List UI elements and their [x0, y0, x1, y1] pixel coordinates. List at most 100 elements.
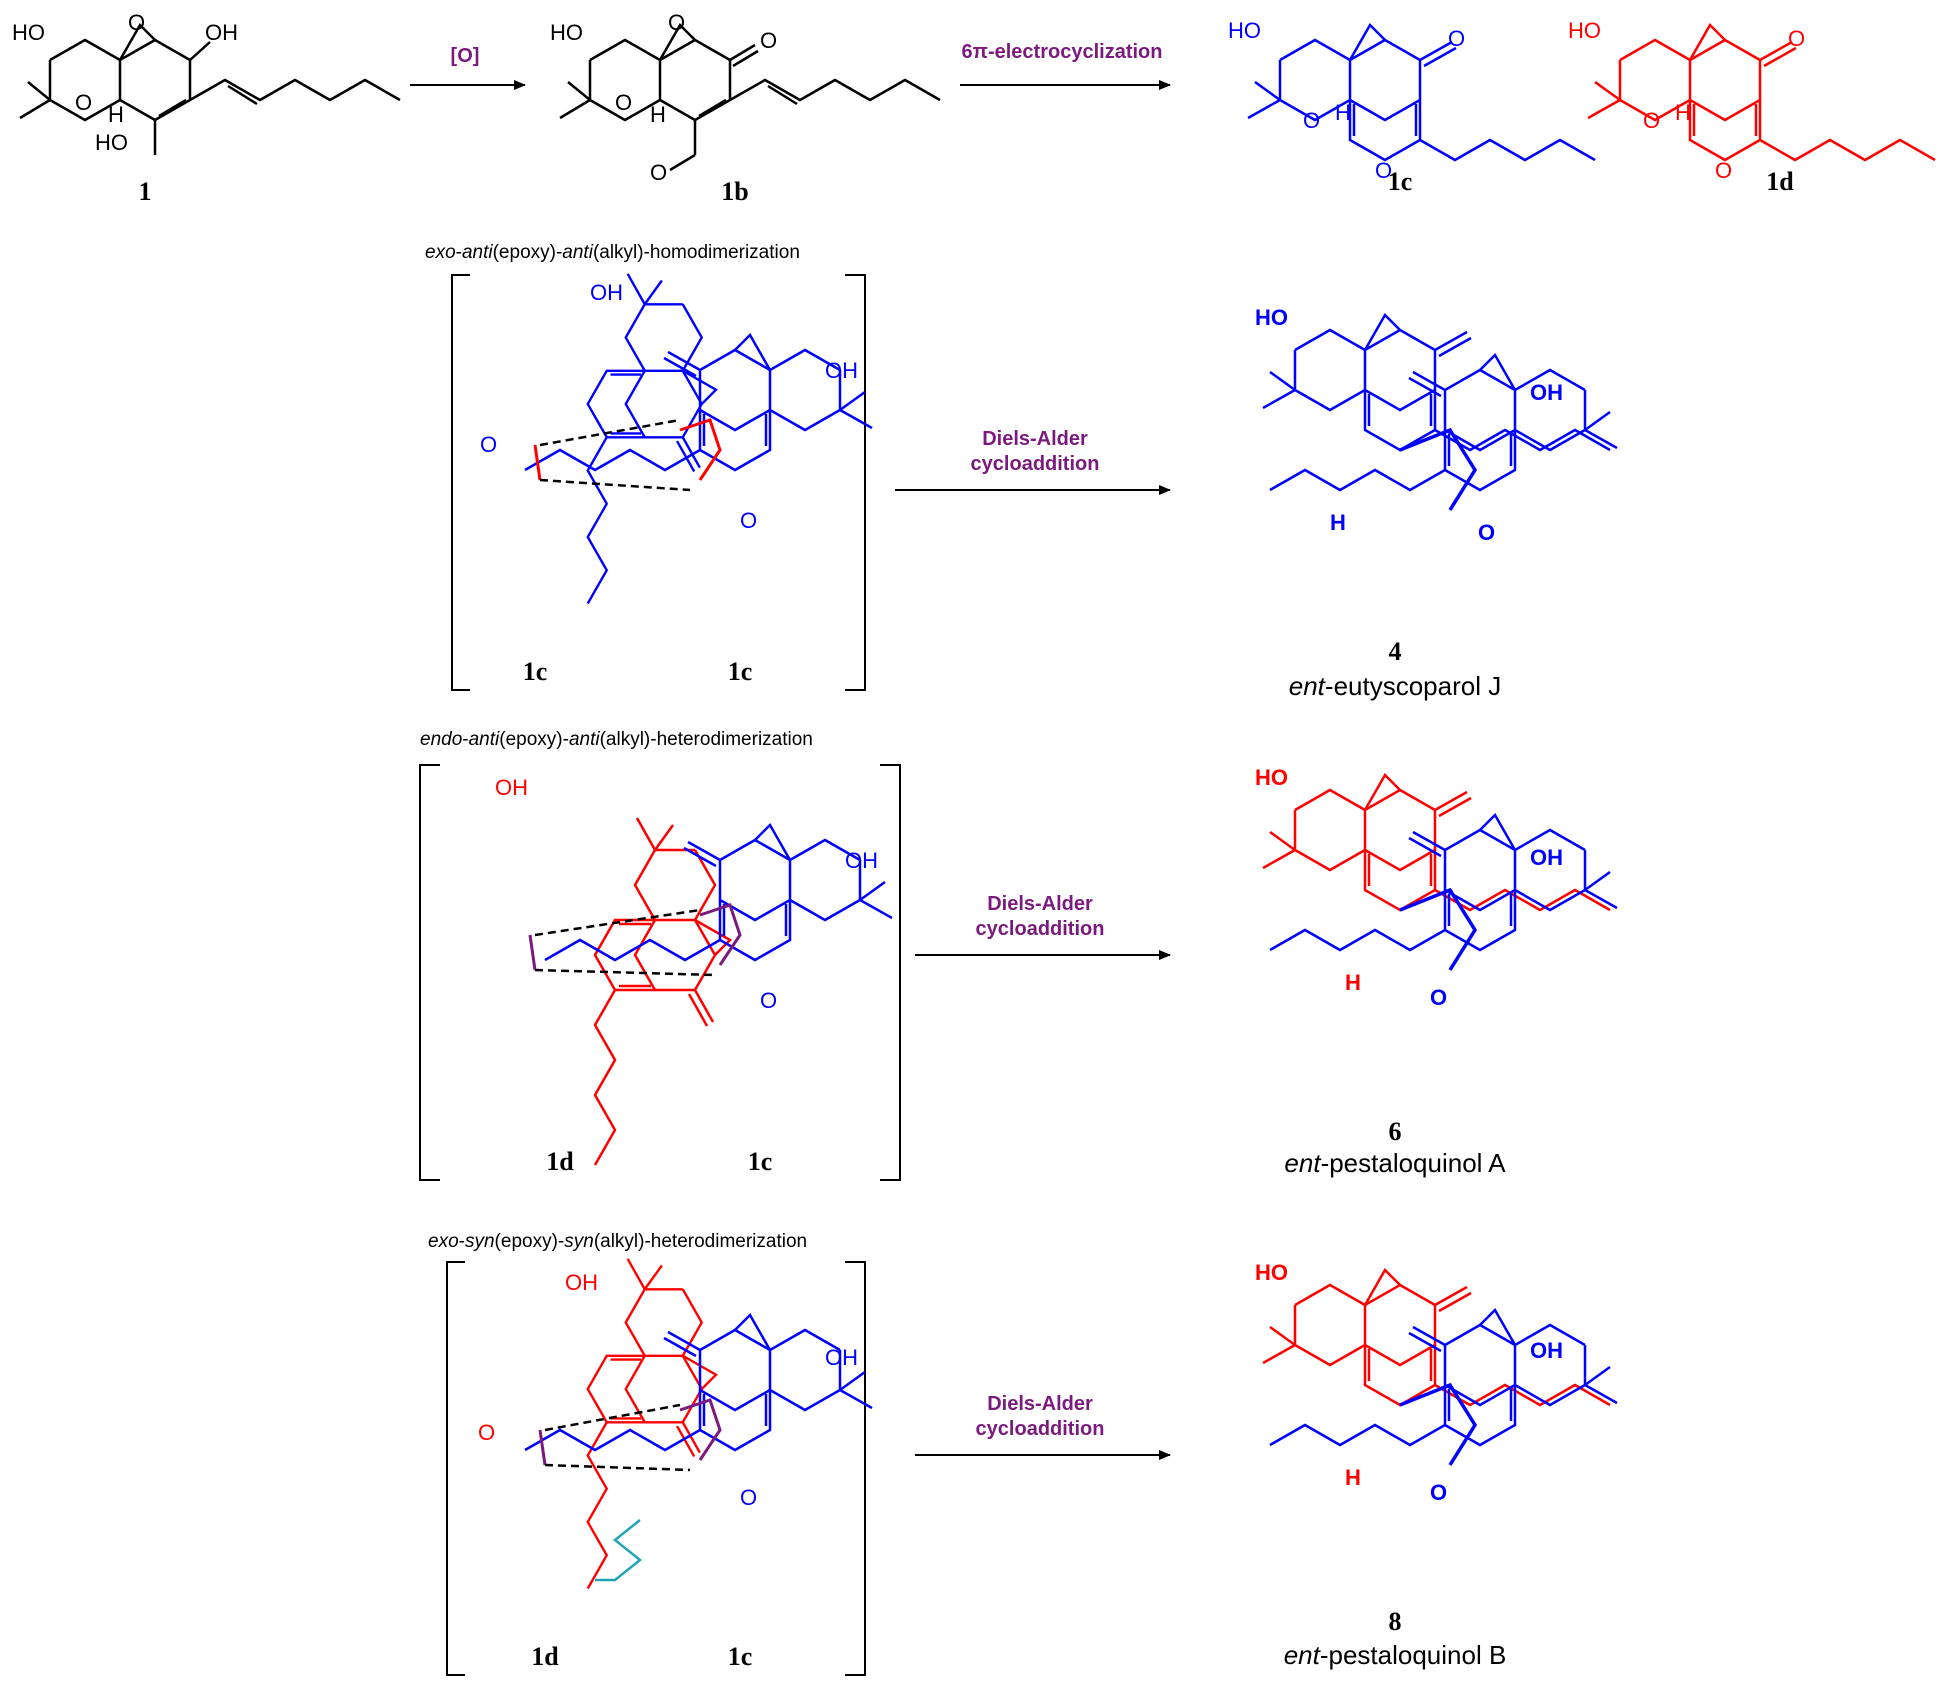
row2-heading: endo-anti(epoxy)-anti(alkyl)-heterodimer…	[420, 729, 813, 750]
row1-left-label: 1c	[523, 657, 548, 686]
compound-1c-pyran-o: O	[1375, 158, 1392, 183]
row3-left-ketone-o: O	[478, 1420, 495, 1445]
compound-1-structure	[19, 22, 401, 155]
row3-diene-bonds	[679, 1398, 722, 1461]
product-8-ho: HO	[1255, 1260, 1288, 1285]
row3-right-bracket	[845, 1261, 866, 1676]
compound-1d-ho: HO	[1568, 18, 1601, 43]
row3-teal-chain	[595, 1519, 643, 1582]
compound-1-hydroxymethyl: HO	[95, 130, 128, 155]
electrocyclization-label: 6π-electrocyclization	[962, 41, 1163, 63]
row1-heading: exo-anti(epoxy)-anti(alkyl)-homodimeriza…	[425, 242, 800, 263]
compound-1b-ketone-o: O	[760, 28, 777, 53]
product-6-number: 6	[1389, 1117, 1402, 1146]
compound-1b-label: 1b	[721, 177, 748, 206]
row1-dienophile-bond	[533, 444, 542, 481]
row2-right-bracket	[880, 764, 901, 1181]
row1-right-bracket	[845, 274, 866, 691]
row1-arrow-line2: cycloaddition	[971, 453, 1100, 475]
row3-heading: exo-syn(epoxy)-syn(alkyl)-heterodimeriza…	[428, 1231, 807, 1252]
product-8-structure	[1261, 1268, 1619, 1466]
compound-1b-h: H	[650, 102, 666, 127]
product-6-ketone-o: O	[1430, 985, 1447, 1010]
compound-1b-ho: HO	[550, 20, 583, 45]
oxidation-reagent: [O]	[451, 45, 480, 67]
compound-1d-label: 1d	[1766, 167, 1794, 196]
product-4-number: 4	[1389, 637, 1402, 666]
product-8-number: 8	[1389, 1607, 1402, 1636]
compound-1-epoxide-o: O	[128, 10, 145, 35]
row2-right-monomer	[543, 823, 894, 962]
row1-right-ketone-o: O	[740, 508, 757, 533]
row1-right-monomer	[523, 333, 874, 472]
product-6-name: ent-pestaloquinol A	[1284, 1148, 1506, 1178]
product-6-ho: HO	[1255, 765, 1288, 790]
compound-1c-label: 1c	[1388, 167, 1413, 196]
product-4-h: H	[1330, 510, 1346, 535]
compound-1-h: H	[108, 102, 124, 127]
compound-1-label: 1	[139, 177, 152, 206]
product-4-ho: HO	[1255, 305, 1288, 330]
row3-forming-bond-2	[544, 1463, 691, 1472]
compound-1b-structure	[559, 22, 941, 172]
row2-right-ketone-o: O	[760, 988, 777, 1013]
row3-forming-bond-1	[544, 1403, 681, 1432]
row2-right-label: 1c	[748, 1147, 773, 1176]
row1-left-bracket	[451, 274, 470, 691]
product-8-ketone-o: O	[1430, 1480, 1447, 1505]
product-4-ketone-o: O	[1478, 520, 1495, 545]
row2-left-monomer	[593, 816, 732, 1167]
product-4-name: ent-eutyscoparol J	[1289, 671, 1501, 701]
compound-1d-h: H	[1675, 100, 1691, 125]
product-4-structure	[1261, 313, 1619, 511]
row1-left-ketone-o: O	[480, 432, 497, 457]
compound-1c-ring-o: O	[1303, 108, 1320, 133]
product-6-structure	[1261, 773, 1619, 971]
row1-right-oh: OH	[825, 358, 858, 383]
compound-1b-epoxide-o: O	[668, 10, 685, 35]
compound-1-ring-o: O	[75, 90, 92, 115]
row1-left-monomer	[586, 272, 718, 605]
row3-left-monomer	[586, 1257, 718, 1590]
compound-1d-pyran-o: O	[1715, 158, 1732, 183]
row3-right-ketone-o: O	[740, 1485, 757, 1510]
compound-1c-ketone-o: O	[1448, 26, 1465, 51]
compound-1c-ho: HO	[1228, 18, 1261, 43]
row2-left-bracket	[419, 764, 440, 1181]
compound-1b-ring-o: O	[615, 90, 632, 115]
product-4-oh: OH	[1530, 380, 1563, 405]
product-8-oh: OH	[1530, 1338, 1563, 1363]
row2-arrow-line1: Diels-Alder	[987, 893, 1093, 915]
row2-diene-bonds	[699, 903, 742, 966]
row1-forming-bond-1	[539, 418, 681, 447]
compound-1-oh: OH	[205, 20, 238, 45]
row3-dienophile-bond	[538, 1429, 547, 1466]
compound-1c-h: H	[1335, 100, 1351, 125]
row3-right-oh: OH	[825, 1345, 858, 1370]
row1-arrow-line1: Diels-Alder	[982, 428, 1088, 450]
compound-1d-ketone-o: O	[1788, 26, 1805, 51]
compound-1d-ring-o: O	[1643, 108, 1660, 133]
compound-1d-structure	[1586, 23, 1937, 162]
product-8-name: ent-pestaloquinol B	[1284, 1640, 1507, 1670]
row1-left-oh: OH	[590, 280, 623, 305]
row2-dienophile-bond	[528, 934, 537, 971]
row2-forming-bond-1	[534, 908, 701, 937]
product-8-h: H	[1345, 1465, 1361, 1490]
compound-1b-aldehyde-o: O	[650, 160, 667, 185]
compound-1c-structure	[1246, 23, 1597, 162]
row3-left-label: 1d	[531, 1642, 559, 1671]
product-6-h: H	[1345, 970, 1361, 995]
row3-left-oh: OH	[565, 1270, 598, 1295]
row3-arrow-line2: cycloaddition	[976, 1418, 1105, 1440]
row1-right-label: 1c	[728, 657, 753, 686]
product-6-oh: OH	[1530, 845, 1563, 870]
row2-arrow-line2: cycloaddition	[976, 918, 1105, 940]
row1-forming-bond-2	[539, 478, 691, 492]
row3-right-label: 1c	[728, 1642, 753, 1671]
row2-right-oh: OH	[845, 848, 878, 873]
row3-left-bracket	[446, 1261, 465, 1676]
row2-forming-bond-2	[534, 968, 716, 977]
